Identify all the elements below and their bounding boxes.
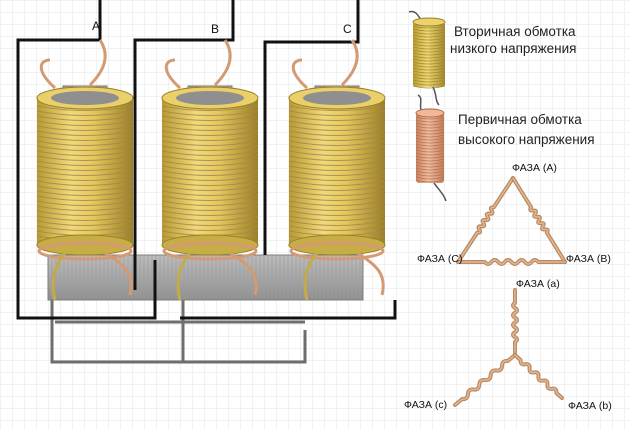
wire-phase-c (263, 0, 360, 255)
delta-label-top: ФАЗА (А) (512, 162, 557, 174)
legend-secondary-line1: Вторичная обмотка (454, 24, 576, 39)
phase-label-b: B (211, 22, 219, 36)
legend-primary-line2: высокого напряжения (458, 132, 595, 147)
legend-primary-line1: Первичная обмотка (458, 112, 582, 127)
phase-label-a: A (92, 19, 100, 33)
black-wires (16, 0, 397, 320)
legend-secondary-coil-icon (408, 10, 446, 106)
legend-secondary-line2: низкого напряжения (450, 41, 576, 56)
coil-b (161, 39, 259, 301)
wire-return-right (180, 300, 397, 320)
star-label-right: ФАЗА (b) (568, 400, 612, 412)
coil-a (36, 39, 134, 301)
legend-primary: Первичная обмотка высокого напряжения (415, 94, 595, 202)
delta-connection-symbol (456, 176, 567, 266)
delta-label-right: ФАЗА (В) (566, 253, 611, 265)
gray-wires (50, 300, 307, 364)
star-connection-symbol (453, 288, 564, 407)
legend-secondary: Вторичная обмотка низкого напряжения (408, 10, 576, 106)
delta-label-left: ФАЗА (С) (417, 253, 462, 265)
star-label-left: ФАЗА (с) (404, 399, 447, 411)
star-label-top: ФАЗА (а) (516, 278, 560, 290)
coils-group (36, 39, 386, 301)
phase-label-c: C (343, 22, 352, 36)
wire-phase-a (16, 0, 157, 320)
transformer-core (47, 254, 364, 301)
legend-primary-coil-icon (415, 94, 447, 202)
coil-c (288, 39, 386, 301)
